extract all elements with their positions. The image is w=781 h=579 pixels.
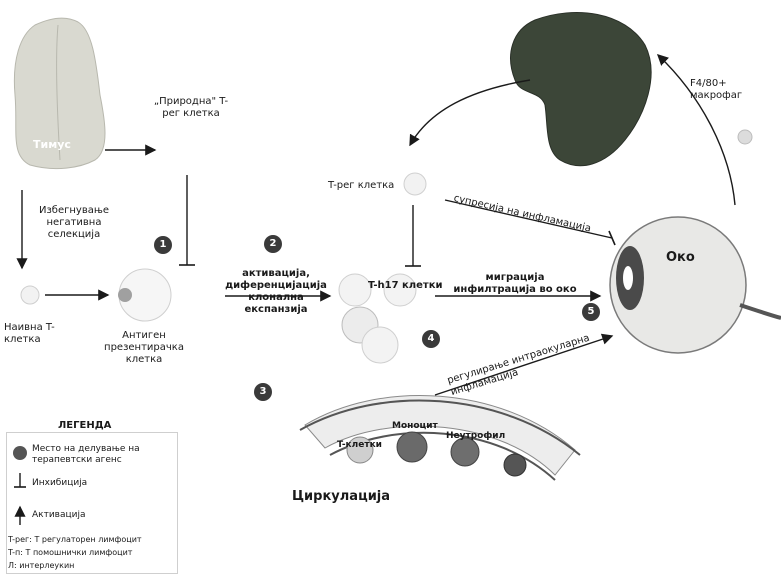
eye-label: Око bbox=[666, 250, 695, 266]
legend-title: ЛЕГЕНДА bbox=[58, 420, 111, 432]
naive-label: Наивна T-клетка bbox=[4, 322, 64, 346]
tcell-label: T-клетки bbox=[337, 440, 382, 451]
marker-4: 4 bbox=[422, 330, 440, 348]
apc-label: Антиген презентирачка клетка bbox=[102, 330, 186, 366]
macrophage-label: F4/80+ макрофаг bbox=[690, 78, 781, 102]
treg-top-cell bbox=[404, 173, 426, 195]
legend-abbr-2: T-п: T помошнички лимфоцит bbox=[8, 548, 132, 558]
neutrophil-label: Неутрофил bbox=[446, 431, 505, 442]
legend-activation: Активација bbox=[32, 510, 86, 521]
marker-2: 2 bbox=[264, 235, 282, 253]
monocyte-label: Моноцит bbox=[392, 421, 438, 432]
spleen-shape bbox=[511, 12, 652, 165]
marker-3: 3 bbox=[254, 383, 272, 401]
legend-abbr-3: Л: интерлеукин bbox=[8, 561, 74, 571]
natural-treg-label: „Природна" T-рег клетка bbox=[150, 96, 232, 120]
migration-label: миграција инфилтрација во око bbox=[450, 272, 580, 296]
circulation-label: Циркулација bbox=[292, 489, 390, 505]
treg-top-label: T-рег клетка bbox=[328, 180, 394, 192]
thymus-label: Тимус bbox=[33, 138, 71, 151]
legend-abbr-1: T-рег: T регулаторен лимфоцит bbox=[8, 535, 142, 545]
extra-cell-dot bbox=[504, 454, 526, 476]
th17-label: T-h17 клетки bbox=[368, 280, 443, 292]
monocyte-dot bbox=[397, 432, 427, 462]
avoid-selection-label: Избегнување негативна селекција bbox=[28, 205, 120, 241]
legend-inhibition: Инхибиција bbox=[32, 478, 87, 489]
legend-target: Место на делување на терапевтски агенс bbox=[32, 444, 162, 466]
marker-1: 1 bbox=[154, 236, 172, 254]
neutrophil-dot bbox=[451, 438, 479, 466]
marker-5: 5 bbox=[582, 303, 600, 321]
activation-label: активација, диференцијација клонална екс… bbox=[222, 268, 330, 316]
naive-cell bbox=[21, 286, 39, 304]
